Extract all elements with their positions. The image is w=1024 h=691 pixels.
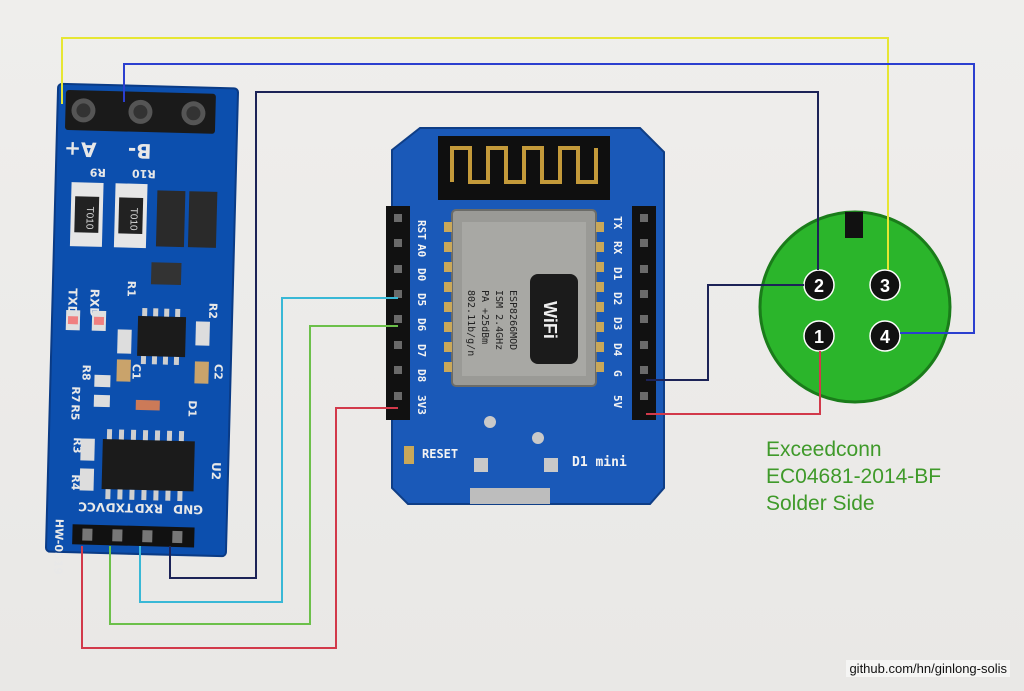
label-vcc: VCC — [78, 499, 105, 514]
pin-label-d2: D2 — [611, 292, 624, 305]
wire-cyan — [139, 297, 398, 603]
label-rxd: RXD — [134, 501, 163, 516]
board-name-label: D1 mini — [572, 455, 627, 470]
module-text-2: ISM 2.4GHz — [493, 290, 504, 350]
caption-line-2: EC04681-2014-BF — [766, 465, 942, 488]
connector-pin-4-label: 4 — [880, 327, 890, 347]
connector-body — [758, 210, 952, 404]
label-r3: R3 — [70, 437, 83, 453]
wire-red-5v — [646, 351, 821, 415]
pin-label-d3: D3 — [611, 317, 624, 330]
label-r4: R4 — [69, 474, 82, 491]
wire-navy-gnd — [169, 91, 819, 579]
wire-green — [109, 325, 398, 625]
pin-label-d4: D4 — [611, 343, 624, 357]
chip-marking-2: T010 — [127, 208, 139, 232]
label-r9: R9 — [90, 166, 106, 179]
connector-pin-1: 1 — [803, 320, 835, 352]
label-c2: C2 — [211, 364, 224, 380]
connector-pin-2-label: 2 — [814, 276, 824, 296]
wifi-logo-text: WiFi — [540, 301, 560, 339]
label-r10: R10 — [132, 167, 156, 181]
connector-pin-3-label: 3 — [880, 276, 890, 296]
credit-text: github.com/hn/ginlong-solis — [846, 660, 1010, 677]
caption-line-1: Exceedconn — [766, 438, 882, 461]
label-r5: R5 — [68, 404, 81, 420]
label-a-plus: A+ — [64, 137, 97, 162]
pin-label-3v3: 3V3 — [415, 395, 428, 415]
connector-pin-4: 4 — [869, 320, 901, 352]
label-txd-led: TXD — [65, 288, 80, 316]
pin-label-d0: D0 — [415, 268, 428, 281]
connector-key — [845, 212, 863, 238]
label-r2: R2 — [206, 303, 219, 319]
pin-label-d7: D7 — [415, 344, 428, 357]
pin-label-tx: TX — [611, 216, 624, 230]
label-rxd-led: RXD — [87, 289, 102, 318]
usb-connector — [470, 488, 550, 504]
pin-label-d8: D8 — [415, 369, 428, 382]
module-text-1: ESP8266MOD — [507, 290, 518, 350]
pin-label-5v: 5V — [611, 395, 624, 409]
wire-yellow — [61, 37, 889, 270]
wire-blue — [123, 63, 975, 334]
circular-connector: 2 3 1 4 — [758, 210, 952, 404]
label-u2: U2 — [209, 462, 223, 480]
module-text-4: 802.11b/g/n — [465, 290, 476, 356]
connector-caption: Exceedconn EC04681-2014-BF Solder Side — [766, 436, 941, 517]
label-r7: R7 — [69, 386, 82, 402]
connector-pin-3: 3 — [869, 269, 901, 301]
rs485-board: A+ B- R9 R10 T010 T010 TXD RXD R1 R2 — [45, 82, 239, 575]
pin-label-d5: D5 — [415, 293, 428, 306]
left-pin-header — [386, 206, 410, 420]
chip-marking-1: T010 — [83, 206, 95, 230]
connector-pin-1-label: 1 — [814, 327, 824, 347]
rs485-pin-header — [72, 524, 195, 548]
label-txd: TXD — [105, 500, 133, 515]
label-r1: R1 — [125, 281, 138, 297]
wifi-logo — [530, 274, 578, 364]
wire-red-vcc — [81, 407, 398, 649]
reset-label: RESET — [422, 447, 458, 461]
label-gnd: GND — [173, 502, 203, 517]
pin-label-a0: A0 — [415, 244, 428, 257]
label-b-minus: B- — [128, 139, 152, 164]
caption-line-3: Solder Side — [766, 492, 875, 515]
right-pin-header — [632, 206, 656, 420]
wire-navy-g — [646, 284, 804, 381]
label-d1: D1 — [185, 400, 198, 417]
label-r8: R8 — [79, 364, 92, 380]
pin-label-g: G — [611, 370, 624, 377]
label-model: HW-0519 — [51, 519, 65, 575]
module-text-3: PA +25dBm — [479, 290, 490, 344]
label-c1: C1 — [129, 364, 142, 380]
pin-label-d6: D6 — [415, 318, 428, 332]
pin-label-rst: RST — [415, 220, 428, 240]
pin-label-rx: RX — [611, 241, 624, 255]
pin-label-d1: D1 — [611, 267, 624, 281]
antenna-trace — [450, 146, 598, 184]
connector-pin-2: 2 — [803, 269, 835, 301]
d1-mini-board: WiFi ESP8266MOD ISM 2.4GHz PA +25dBm 802… — [386, 127, 665, 505]
